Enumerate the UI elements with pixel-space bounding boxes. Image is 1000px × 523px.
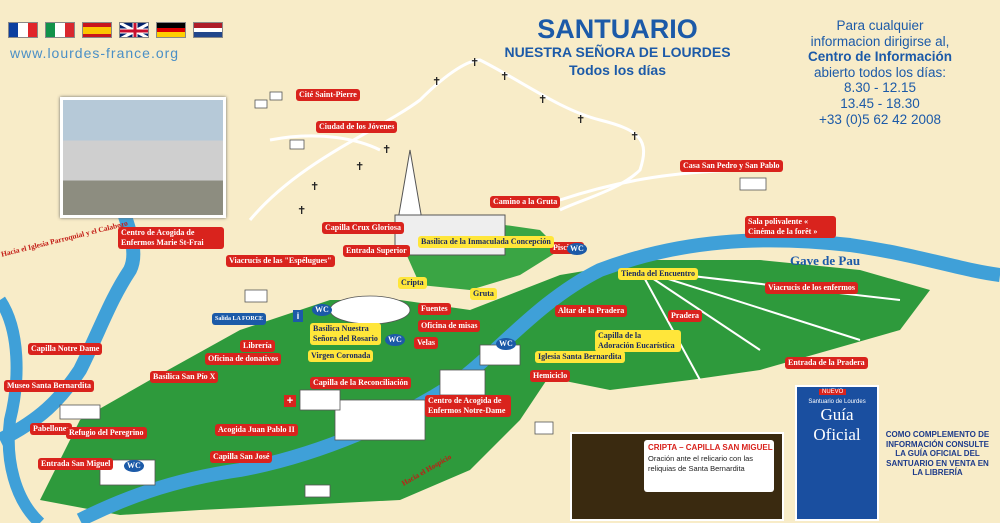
- svg-text:✝: ✝: [310, 180, 319, 193]
- label-capilla-reconciliacion[interactable]: Capilla de la Reconciliación: [310, 377, 411, 389]
- cross-icons: ✝ ✝ ✝ ✝ ✝ ✝ ✝ ✝ ✝ ✝: [297, 56, 639, 217]
- label-sala-polivalente[interactable]: Sala polivalente « Cinéma de la forêt »: [745, 216, 836, 238]
- mountain-path: [248, 58, 646, 221]
- label-iglesia-sb[interactable]: Iglesia Santa Bernardita: [535, 351, 625, 363]
- label-entrada-superior[interactable]: Entrada Superior: [343, 245, 410, 257]
- label-oficina-misas[interactable]: Oficina de misas: [418, 320, 481, 332]
- guide-title-2: Oficial: [813, 425, 861, 444]
- label-entrada-pradera[interactable]: Entrada de la Pradera: [785, 357, 868, 369]
- label-basilica-inmaculada[interactable]: Basílica de la Inmaculada Concepción: [418, 236, 554, 248]
- gave-river-label: Gave de Pau: [790, 253, 860, 268]
- label-capilla-jose[interactable]: Capilla San José: [210, 451, 273, 463]
- label-centro-fraii[interactable]: Centro de Acogida de Enfermos Marie St-F…: [118, 227, 224, 249]
- label-viacrucis-enfermos[interactable]: Viacrucis de los enfermos: [765, 282, 859, 294]
- svg-text:✝: ✝: [538, 93, 547, 106]
- label-altar-pradera[interactable]: Altar de la Pradera: [555, 305, 628, 317]
- label-libreria[interactable]: Librería: [240, 340, 275, 352]
- label-cite-saint-pierre[interactable]: Cité Saint-Pierre: [296, 89, 360, 101]
- info-line: informacion dirigirse al,: [810, 33, 950, 49]
- basilica-body: [394, 214, 506, 256]
- label-virgen-coronada[interactable]: Virgen Coronada: [308, 350, 374, 362]
- info-phone[interactable]: +33 (0)5 62 42 2008: [819, 111, 941, 127]
- es-flag-icon[interactable]: [82, 22, 112, 38]
- river-left-branch: [0, 296, 45, 523]
- label-capilla-crux[interactable]: Capilla Crux Gloriosa: [322, 222, 405, 234]
- fr-flag-icon[interactable]: [8, 22, 38, 38]
- label-fuentes[interactable]: Fuentes: [418, 303, 451, 315]
- label-hemiciclo[interactable]: Hemiciclo: [530, 370, 571, 382]
- label-entrada-san-miguel[interactable]: Entrada San Miguel: [38, 458, 114, 470]
- wc-icon[interactable]: WC: [496, 338, 516, 350]
- label-tienda-encuentro[interactable]: Tienda del Encuentro: [618, 268, 698, 280]
- language-flags: [8, 22, 223, 38]
- svg-text:✝: ✝: [630, 130, 639, 143]
- wc-icon[interactable]: WC: [124, 460, 144, 472]
- svg-text:✝: ✝: [432, 75, 441, 88]
- page-subtitle: NUESTRA SEÑORA DE LOURDES: [504, 44, 731, 60]
- svg-text:✝: ✝: [576, 113, 585, 126]
- label-casa-san-pedro[interactable]: Casa San Pedro y San Pablo: [680, 160, 783, 172]
- info-line: Para cualquier: [836, 18, 924, 33]
- label-viacrucis-espelugues[interactable]: Viacrucis de las "Espélugues": [226, 255, 335, 267]
- label-camino-gruta[interactable]: Camino a la Gruta: [490, 196, 561, 208]
- it-flag-icon[interactable]: [45, 22, 75, 38]
- wc-icon[interactable]: WC: [385, 334, 405, 346]
- label-capilla-notre-dame[interactable]: Capilla Notre Dame: [28, 343, 103, 355]
- label-ciudad-jovenes[interactable]: Ciudad de los Jóvenes: [316, 121, 398, 133]
- label-acogida-jp[interactable]: Acogida Juan Pablo II: [215, 424, 298, 436]
- page-tagline: Todos los días: [569, 62, 666, 78]
- basilica-spire: [397, 149, 423, 221]
- label-refugio-peregrino[interactable]: Refugio del Peregrino: [66, 427, 147, 439]
- svg-text:✝: ✝: [470, 56, 479, 69]
- label-pradera[interactable]: Pradera: [668, 310, 702, 322]
- label-museo-bernardita[interactable]: Museo Santa Bernardita: [4, 380, 94, 392]
- nl-flag-icon[interactable]: [193, 22, 223, 38]
- crypt-panel: CRIPTA – CAPILLA SAN MIGUEL Oración ante…: [570, 432, 784, 521]
- page-title: SANTUARIO: [537, 14, 698, 44]
- label-exit-sign: Salida LA FORCE: [212, 313, 267, 325]
- svg-text:✝: ✝: [355, 160, 364, 173]
- info-hours-afternoon: 13.45 - 18.30: [840, 95, 920, 111]
- svg-text:✝: ✝: [382, 143, 391, 156]
- info-line: abierto todos los días:: [813, 64, 947, 80]
- uk-flag-icon[interactable]: [119, 22, 149, 38]
- guide-note: COMO COMPLEMENTO DE INFORMACIÓN CONSULTE…: [885, 430, 990, 477]
- first-aid-icon: +: [284, 395, 296, 407]
- wc-icon[interactable]: WC: [312, 304, 332, 316]
- label-pabellones[interactable]: Pabellones: [30, 423, 73, 435]
- info-panel: Para cualquier informacion dirigirse al,…: [780, 18, 980, 127]
- label-oficina-donativos[interactable]: Oficina de donativos: [205, 353, 282, 365]
- label-gruta[interactable]: Gruta: [470, 288, 497, 300]
- guide-badge: NUEVO: [819, 389, 847, 395]
- wc-icon[interactable]: WC: [567, 243, 587, 255]
- svg-text:✝: ✝: [297, 204, 306, 217]
- label-centro-notre-dame[interactable]: Centro de Acogida de Enfermos Notre-Dame: [425, 395, 511, 417]
- info-center-photo: [60, 97, 226, 218]
- info-point-icon[interactable]: i: [293, 310, 303, 322]
- info-center-name: Centro de Información: [807, 49, 952, 65]
- label-cripta[interactable]: Cripta: [398, 277, 427, 289]
- svg-text:✝: ✝: [500, 70, 509, 83]
- website-link[interactable]: www.lourdes-france.org: [10, 45, 180, 61]
- crypt-title: CRIPTA – CAPILLA SAN MIGUEL: [648, 443, 773, 452]
- crypt-description: Oración ante el relicario con las reliqu…: [648, 454, 754, 473]
- label-basilica-pio[interactable]: Basílica San Pío X: [150, 371, 219, 383]
- label-velas[interactable]: Velas: [414, 337, 438, 349]
- de-flag-icon[interactable]: [156, 22, 186, 38]
- official-guide-cover[interactable]: Santuario de Lourdes Guía Oficial NUEVO: [795, 385, 879, 521]
- label-capilla-adoracion[interactable]: Capilla de la Adoración Eucarística: [595, 330, 681, 352]
- guide-small-text: Santuario de Lourdes: [808, 399, 866, 405]
- crypt-caption-box: CRIPTA – CAPILLA SAN MIGUEL Oración ante…: [644, 440, 774, 492]
- guide-title-1: Guía: [820, 405, 854, 424]
- label-basilica-rosario[interactable]: Basílica Nuestra Señora del Rosario: [310, 323, 381, 345]
- info-hours-morning: 8.30 - 12.15: [843, 80, 917, 96]
